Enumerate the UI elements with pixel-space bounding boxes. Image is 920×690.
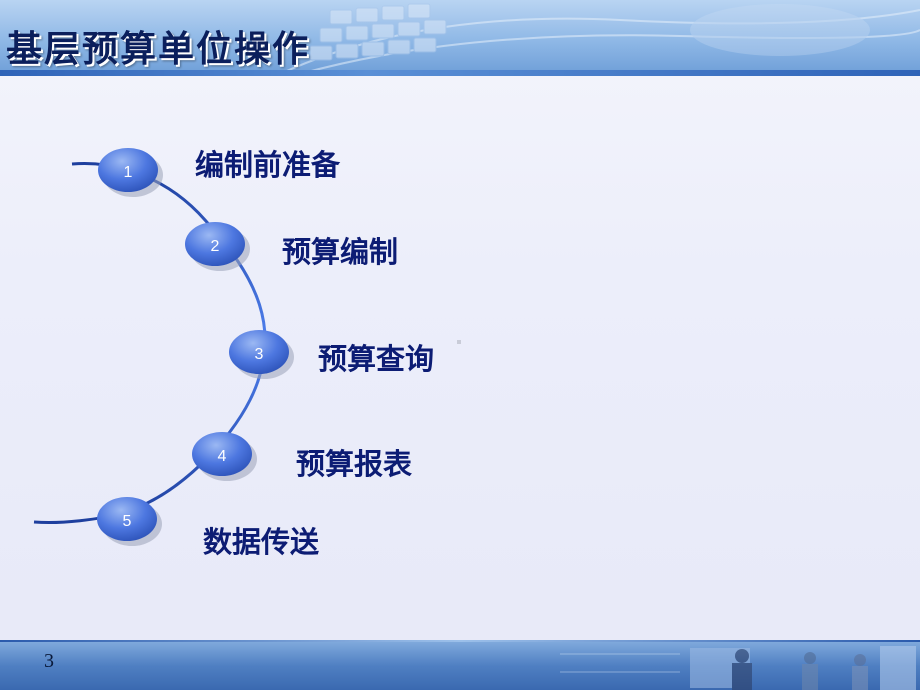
step-label-5: 数据传送	[203, 525, 320, 559]
step-number-1: 1	[124, 164, 133, 181]
step-node-5: 5	[97, 497, 162, 546]
footer-banner	[0, 642, 920, 690]
step-node-3: 3	[229, 330, 294, 379]
people-photo-graphic	[560, 646, 916, 690]
step-number-3: 3	[255, 346, 264, 363]
step-label-4: 预算报表	[296, 447, 413, 481]
header-divider	[0, 70, 920, 76]
step-label-2: 预算编制	[282, 235, 399, 269]
step-label-1: 编制前准备	[195, 148, 341, 182]
step-number-5: 5	[123, 513, 132, 530]
step-label-3: 预算查询	[318, 342, 435, 376]
step-number-2: 2	[211, 238, 220, 255]
slide-title: 基层预算单位操作	[6, 28, 311, 70]
header-banner: 基层预算单位操作	[0, 0, 920, 74]
page-number: 3	[44, 650, 54, 672]
step-node-2: 2	[185, 222, 250, 271]
step-node-1: 1	[98, 148, 163, 197]
stray-dot	[457, 340, 461, 344]
step-number-4: 4	[218, 448, 227, 465]
keyboard-graphic	[279, 3, 920, 74]
step-node-4: 4	[192, 432, 257, 481]
